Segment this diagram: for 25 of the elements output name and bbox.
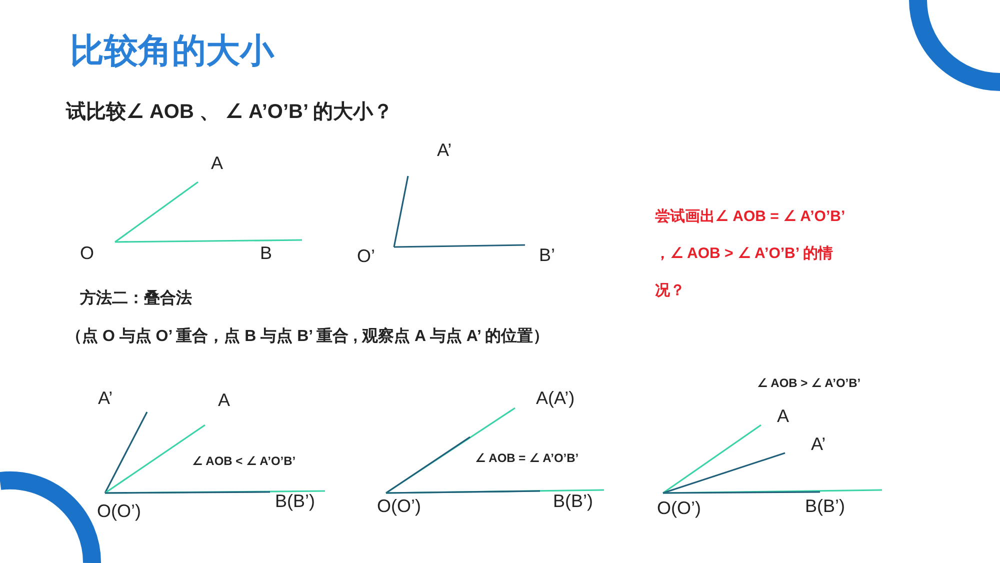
point-label: B’ [539, 245, 556, 266]
point-label: B [260, 243, 272, 264]
comparison-text: ∠ AOB < ∠ A’O’B’ [192, 454, 296, 468]
slide-title: 比较角的大小 [70, 31, 274, 72]
point-label: O(O’) [97, 501, 141, 522]
comparison-text: ∠ AOB = ∠ A’O’B’ [475, 451, 579, 465]
point-label: A(A’) [536, 388, 575, 409]
point-label: B(B’) [275, 491, 315, 512]
point-label: O(O’) [657, 498, 701, 519]
point-label: B(B’) [553, 491, 593, 512]
point-label: A’ [437, 140, 452, 161]
point-label: O(O’) [377, 496, 421, 517]
point-label: A [218, 390, 230, 411]
task-text: 尝试画出∠ AOB = ∠ A’O’B’ ，∠ AOB > ∠ A’O’B’ 的情况？ [655, 207, 845, 301]
point-label: A’ [811, 434, 826, 455]
point-label: A [211, 153, 224, 174]
method-note: （点 O 与点 O’ 重合，点 B 与点 B’ 重合 , 观察点 A 与点 A’ 的位置） [66, 326, 549, 347]
point-label: O [80, 243, 94, 264]
comparison-text: ∠ AOB > ∠ A’O’B’ [757, 376, 861, 390]
point-label: O’ [357, 246, 375, 267]
point-label: B(B’) [805, 496, 845, 517]
point-label: A [777, 406, 790, 427]
method-heading: 方法二：叠合法 [80, 288, 192, 309]
question-text: 试比较∠ AOB 、 ∠ A’O’B’ 的大小？ [66, 100, 393, 125]
point-label: A’ [98, 388, 113, 409]
